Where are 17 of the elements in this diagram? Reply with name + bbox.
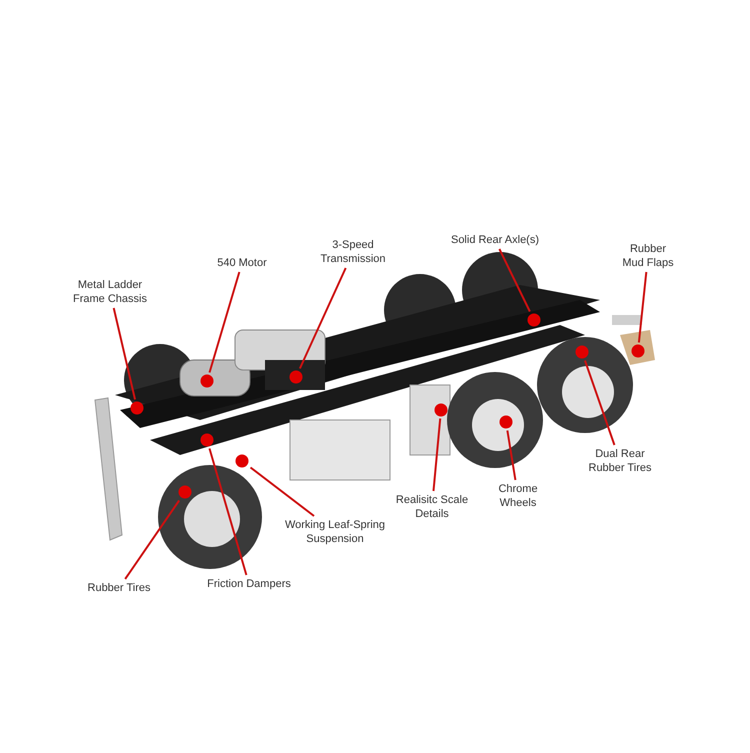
leader-line <box>250 466 315 517</box>
callout-label: Rubber Tires <box>88 581 150 595</box>
leader-line <box>124 500 180 580</box>
callout-label: Realisitc Scale Details <box>387 493 477 521</box>
leader-line <box>112 308 136 400</box>
callout-label: 540 Motor <box>217 256 267 270</box>
callout-label: Metal Ladder Frame Chassis <box>65 278 155 306</box>
leader-line <box>432 418 442 492</box>
leader-line <box>208 448 248 576</box>
callout-label: Solid Rear Axle(s) <box>450 233 540 247</box>
callout-label: Chrome Wheels <box>493 482 543 510</box>
callout-label: Dual Rear Rubber Tires <box>580 447 660 475</box>
callout-label: 3-Speed Transmission <box>313 238 393 266</box>
callout-label: Friction Dampers <box>207 577 291 591</box>
callout-label: Rubber Mud Flaps <box>618 242 678 270</box>
callout-label: Working Leaf-Spring Suspension <box>270 518 400 546</box>
callout-dot <box>236 454 248 468</box>
